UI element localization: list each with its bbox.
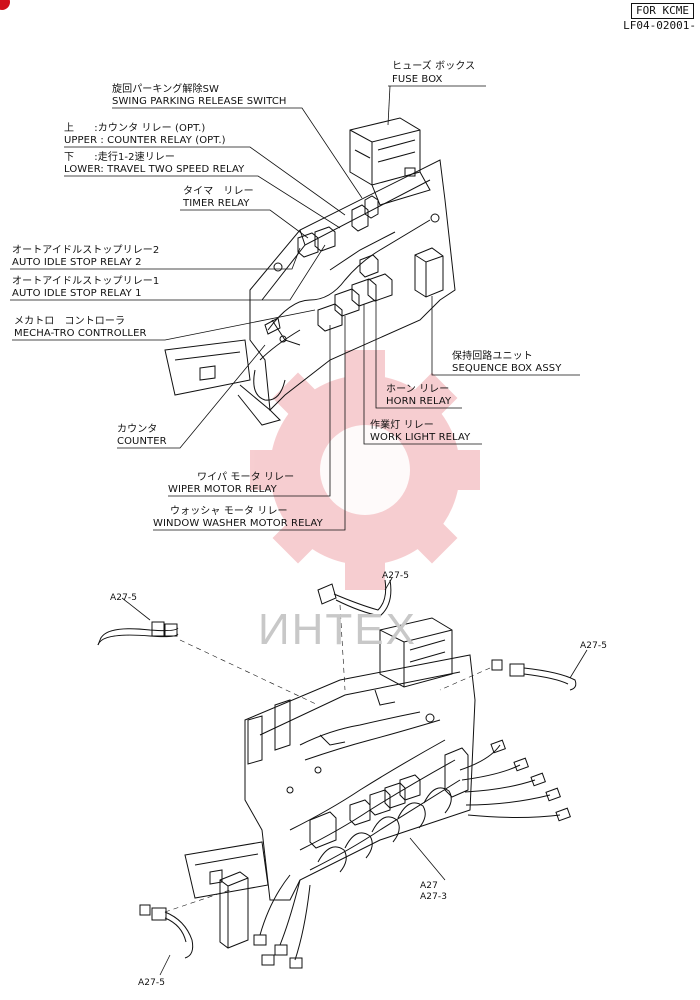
auto-idle-2-label-en: AUTO IDLE STOP RELAY 2 xyxy=(12,257,142,268)
watermark-text: ИНТЕХ xyxy=(258,605,417,654)
auto-idle-1-label-jp: オートアイドルストップリレー1 xyxy=(12,276,160,287)
sub-harness-bottom xyxy=(139,904,194,959)
horn-relay-label-jp: ホーン リレー xyxy=(386,384,450,395)
counter-label-jp: カウンタ xyxy=(117,424,158,435)
callout-a27-5-left: A27-5 xyxy=(110,593,138,603)
upper-leader-lines xyxy=(10,85,580,531)
lower-relay-label-jp: 下 :走行1-2速リレー xyxy=(64,152,176,163)
callout-a27-5-right: A27-5 xyxy=(580,641,608,651)
document-number: LF04-02001- xyxy=(623,19,696,32)
lower-leader-lines xyxy=(121,577,588,976)
fuse-box-label-en: FUSE BOX xyxy=(392,74,443,85)
sub-harness-top xyxy=(317,579,392,617)
timer-relay-label-jp: タイマ リレー xyxy=(183,186,254,197)
guide-lines xyxy=(164,604,491,913)
lower-assembly xyxy=(184,617,571,969)
callout-a27-3: A27-3 xyxy=(420,892,448,902)
callout-a27-5-bottom: A27-5 xyxy=(138,978,166,988)
work-light-label-en: WORK LIGHT RELAY xyxy=(370,432,471,443)
watermark-gear-icon xyxy=(250,350,480,590)
upper-relay-label-en: UPPER : COUNTER RELAY (OPT.) xyxy=(64,135,226,146)
washer-relay-label-en: WINDOW WASHER MOTOR RELAY xyxy=(153,518,323,529)
wiper-relay-label-en: WIPER MOTOR RELAY xyxy=(168,484,277,495)
sub-harness-right xyxy=(491,659,577,691)
corner-mark-icon xyxy=(0,0,10,10)
horn-relay-label-en: HORN RELAY xyxy=(386,396,452,407)
swing-parking-label-jp: 旋回パーキング解除SW xyxy=(112,84,220,95)
mecha-tro-label-jp: メカトロ コントローラ xyxy=(14,316,126,327)
lower-relay-label-en: LOWER: TRAVEL TWO SPEED RELAY xyxy=(64,164,245,175)
callout-a27-5-top: A27-5 xyxy=(382,571,410,581)
counter-label-en: COUNTER xyxy=(117,436,167,447)
upper-assembly xyxy=(164,117,456,426)
sub-harness-left xyxy=(97,621,179,646)
callout-a27: A27 xyxy=(420,881,438,891)
sequence-box-label-en: SEQUENCE BOX ASSY xyxy=(452,363,562,374)
for-kcme-tag: FOR KCME xyxy=(631,3,694,19)
sequence-box-label-jp: 保持回路ユニット xyxy=(452,351,533,362)
wiper-relay-label-jp: ワイパ モータ リレー xyxy=(197,472,295,483)
work-light-label-jp: 作業灯 リレー xyxy=(370,420,434,431)
auto-idle-1-label-en: AUTO IDLE STOP RELAY 1 xyxy=(12,288,142,299)
washer-relay-label-jp: ウォッシャ モータ リレー xyxy=(170,506,288,517)
auto-idle-2-label-jp: オートアイドルストップリレー2 xyxy=(12,245,160,256)
mecha-tro-label-en: MECHA-TRO CONTROLLER xyxy=(14,328,147,339)
timer-relay-label-en: TIMER RELAY xyxy=(183,198,250,209)
swing-parking-label-en: SWING PARKING RELEASE SWITCH xyxy=(112,96,287,107)
fuse-box-label-jp: ヒューズ ボックス xyxy=(392,61,476,72)
upper-relay-label-jp: 上 :カウンタ リレー (OPT.) xyxy=(64,123,206,134)
